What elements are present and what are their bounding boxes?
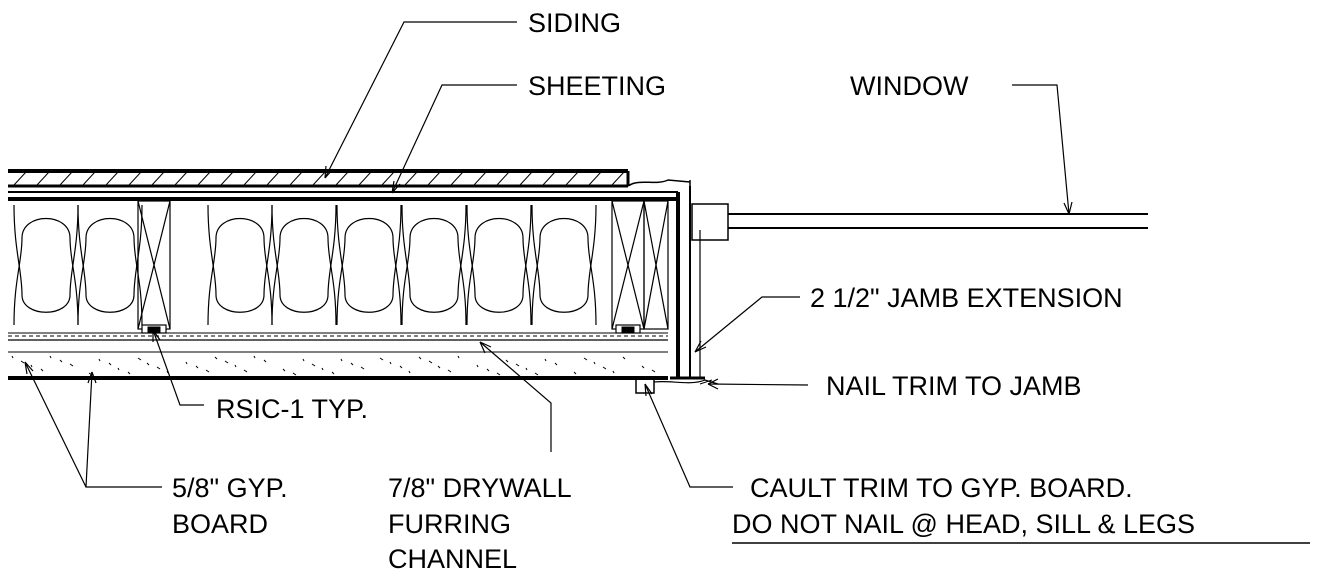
- leader-rsic: [152, 329, 204, 406]
- label-furring-3: CHANNEL: [388, 544, 517, 574]
- leader-nail-trim: [707, 378, 809, 390]
- label-window: WINDOW: [850, 71, 969, 101]
- label-gyp-board-1: 5/8" GYP.: [172, 473, 288, 503]
- siding: [8, 169, 630, 188]
- label-siding: SIDING: [528, 8, 621, 38]
- label-gyp-board-2: BOARD: [172, 509, 268, 539]
- furring-channel: [8, 332, 668, 353]
- label-nail-trim: NAIL TRIM TO JAMB: [826, 371, 1082, 401]
- leader-jamb-extension: [694, 296, 800, 353]
- leader-sheeting: [391, 84, 517, 194]
- jamb-extension: [670, 180, 705, 380]
- gypsum-board: [8, 355, 668, 380]
- label-jamb-extension: 2 1/2" JAMB EXTENSION: [810, 283, 1123, 313]
- rsic-clips: [141, 324, 641, 334]
- label-cault-2: DO NOT NAIL @ HEAD, SILL & LEGS: [732, 509, 1195, 539]
- trim: [635, 378, 719, 394]
- leader-gyp-board: [24, 361, 162, 488]
- label-cault-1: CAULT TRIM TO GYP. BOARD.: [750, 473, 1133, 503]
- label-sheeting: SHEETING: [528, 71, 666, 101]
- sheeting: [8, 179, 691, 201]
- window-frame: [691, 203, 1148, 241]
- batt-insulation: [13, 204, 597, 326]
- label-rsic: RSIC-1 TYP.: [216, 394, 368, 424]
- wood-studs: [137, 200, 669, 330]
- label-furring-2: FURRING: [388, 509, 511, 539]
- leader-window: [1012, 84, 1073, 215]
- label-furring-1: 7/8" DRYWALL: [388, 473, 572, 503]
- leader-siding: [324, 21, 517, 179]
- leader-furring: [479, 341, 552, 452]
- leader-cault: [644, 383, 733, 488]
